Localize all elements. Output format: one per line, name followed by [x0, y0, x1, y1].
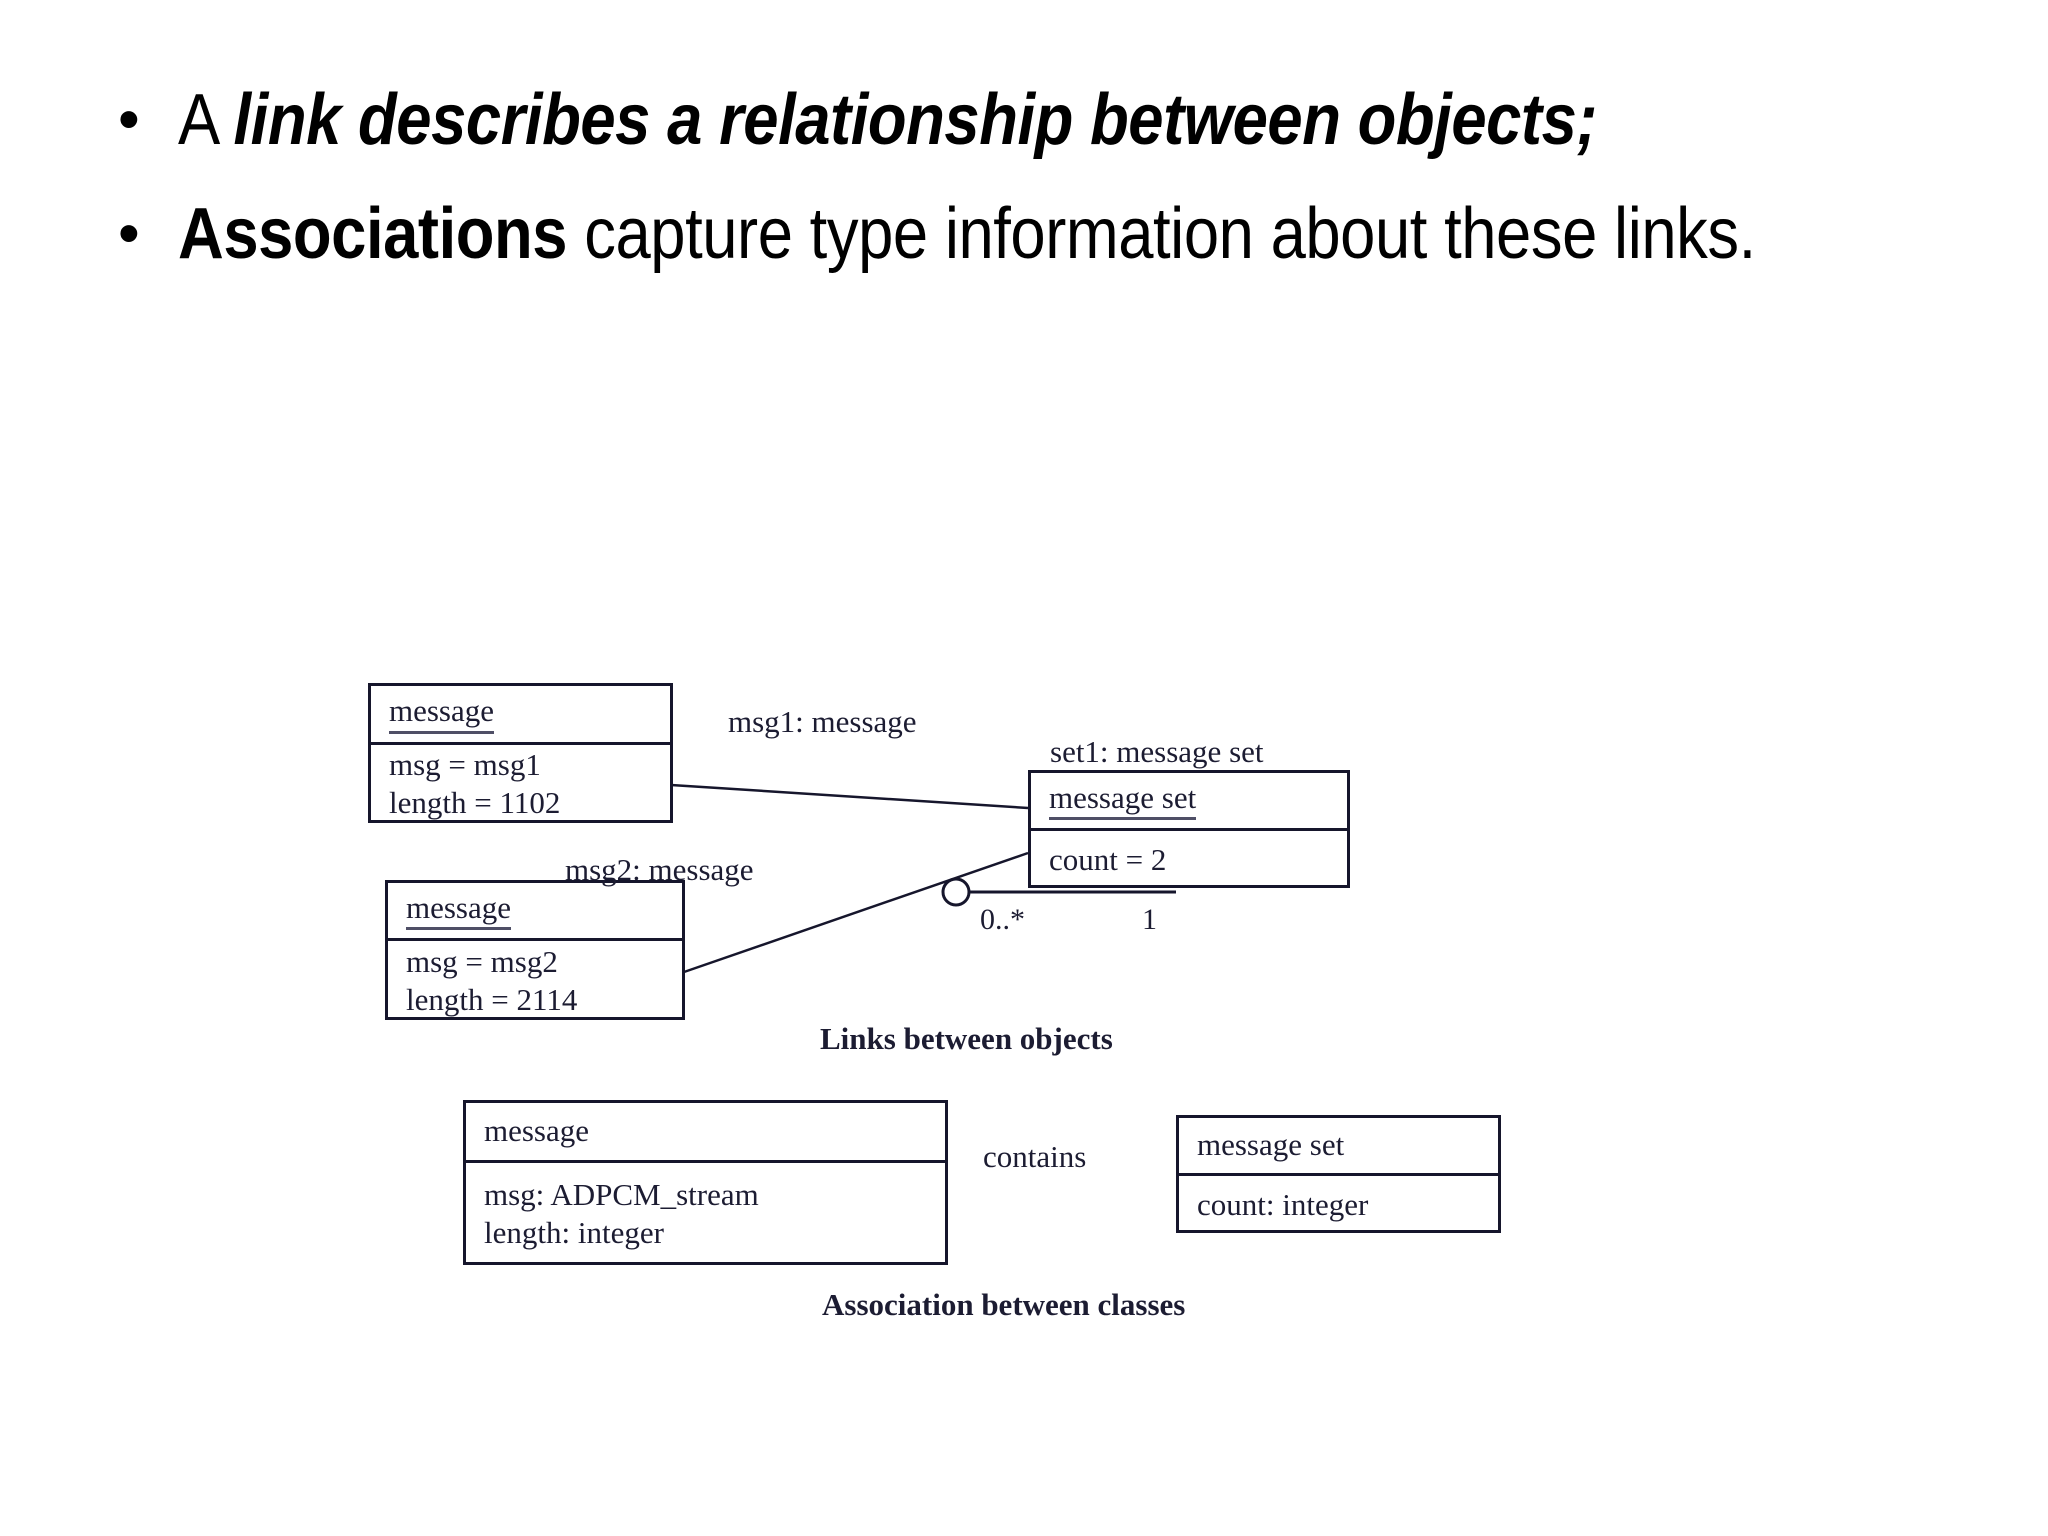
object-msg1-attr-0: msg = msg1 [389, 747, 541, 783]
association-end-circle [941, 877, 971, 907]
class-box-message[interactable]: message msg: ADPCM_stream length: intege… [463, 1100, 948, 1265]
object-msg2-class-name: message [406, 890, 512, 931]
object-msg2-attributes: msg = msg2 length = 2114 [388, 941, 682, 1020]
bullet-1-emphasis: link describes a relationship between ob… [233, 80, 1598, 160]
class-message-header: message [466, 1103, 945, 1163]
bullet-2-emphasis: Associations [178, 194, 568, 275]
class-message-set-name: message set [1197, 1127, 1345, 1163]
bullet-item-2: • Associations capture type information … [110, 186, 2000, 282]
class-message-name: message [484, 1113, 590, 1149]
object-label-msg2: msg2: message [565, 852, 754, 887]
object-label-set1: set1: message set [1050, 734, 1264, 769]
object-msg2-attr-1: length = 2114 [406, 981, 578, 1017]
object-msg1-attr-1: length = 1102 [389, 785, 561, 820]
multiplicity-target: 1 [1142, 903, 1157, 936]
class-message-set-header: message set [1179, 1118, 1498, 1176]
object-msg2-header: message [388, 883, 682, 941]
association-name-label: contains [983, 1139, 1087, 1174]
object-msg2-attr-0: msg = msg2 [406, 943, 558, 979]
object-box-msg1[interactable]: message msg = msg1 length = 1102 [368, 683, 673, 823]
bullet-text-1: A link describes a relationship between … [178, 72, 1781, 168]
object-msg1-header: message [371, 686, 670, 745]
bullet-marker: • [118, 199, 140, 269]
class-message-attributes: msg: ADPCM_stream length: integer [466, 1163, 945, 1265]
bullet-text-2: Associations capture type information ab… [178, 186, 1781, 282]
class-message-attr-0: msg: ADPCM_stream [484, 1177, 759, 1213]
object-msg1-class-name: message [389, 693, 495, 734]
bullet-item-1: • A link describes a relationship betwee… [110, 72, 2000, 168]
bullet-2-rest: capture type information about these lin… [567, 194, 1756, 275]
class-box-message-set[interactable]: message set count: integer [1176, 1115, 1501, 1233]
uml-figure: message msg = msg1 length = 1102 msg1: m… [0, 600, 2048, 1500]
object-msg1-attributes: msg = msg1 length = 1102 [371, 745, 670, 823]
object-box-msg2[interactable]: message msg = msg2 length = 2114 [385, 880, 685, 1020]
class-message-set-attributes: count: integer [1179, 1176, 1498, 1233]
link-line-msg1 [670, 783, 1029, 810]
object-set1-class-name: message set [1049, 780, 1197, 821]
object-set1-header: message set [1031, 773, 1347, 831]
object-set1-attr-0: count = 2 [1049, 841, 1167, 877]
multiplicity-source: 0..* [980, 903, 1025, 936]
object-set1-attributes: count = 2 [1031, 831, 1347, 888]
object-box-set1[interactable]: message set count = 2 [1028, 770, 1350, 888]
bullet-1-plain: A [178, 80, 234, 160]
object-label-msg1: msg1: message [728, 704, 917, 739]
bullet-marker: • [118, 85, 140, 154]
class-diagram-caption: Association between classes [822, 1287, 1186, 1322]
object-diagram-caption: Links between objects [820, 1021, 1113, 1056]
class-message-attr-1: length: integer [484, 1215, 664, 1250]
class-message-set-attr-0: count: integer [1197, 1186, 1369, 1222]
slide-body: • A link describes a relationship betwee… [110, 72, 2000, 301]
